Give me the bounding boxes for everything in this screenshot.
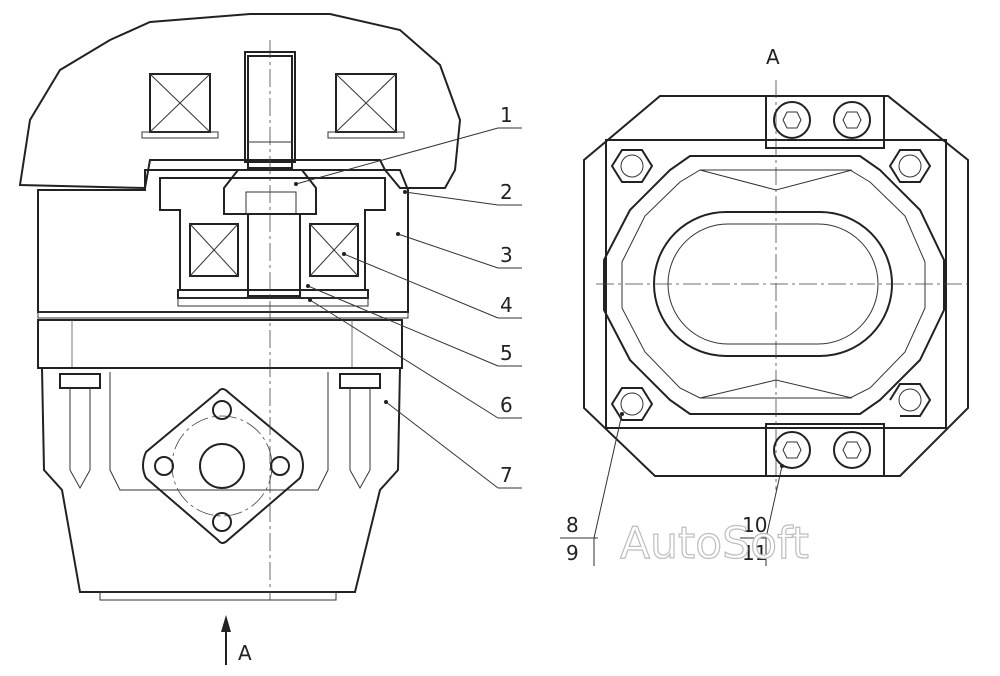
bolt-hex-icon [888,149,932,183]
section-view [18,13,462,665]
bolt-hex-icon [610,387,654,421]
view-title: A [766,45,780,69]
diamond-flange [142,388,304,544]
callout-9: 9 [566,541,579,565]
callout-6: 6 [500,393,513,417]
callout-1: 1 [500,103,513,127]
callout-7: 7 [500,463,513,487]
callout-3: 3 [500,243,513,267]
socket-screw-icon [833,431,871,469]
inner-body [603,155,945,415]
watermark: AutoSoft [620,518,809,569]
callout-10: 10 [742,513,767,537]
bolt-hex-icon [889,383,932,417]
callout-5: 5 [500,341,513,365]
socket-screw-icon [833,101,871,139]
socket-screws [773,101,871,469]
upper-housing [18,13,462,190]
view-arrow-label: A [238,641,252,665]
callout-dots [294,182,407,404]
view-a [583,80,969,490]
callout-4: 4 [500,293,513,317]
callout-2: 2 [500,180,513,204]
outer-plate [583,95,969,477]
bolt-hex-icon [610,149,654,183]
callout-11: 11 [742,541,767,565]
callout-8: 8 [566,513,579,537]
callout-leaders-left [295,127,522,489]
lower-bearing-left [189,223,239,277]
lower-bearing-right [309,223,359,277]
socket-screw-icon [773,431,811,469]
corner-bolts [610,149,932,421]
socket-screw-icon [773,101,811,139]
base-plate [37,319,403,369]
callout-leaders-right [560,413,783,566]
